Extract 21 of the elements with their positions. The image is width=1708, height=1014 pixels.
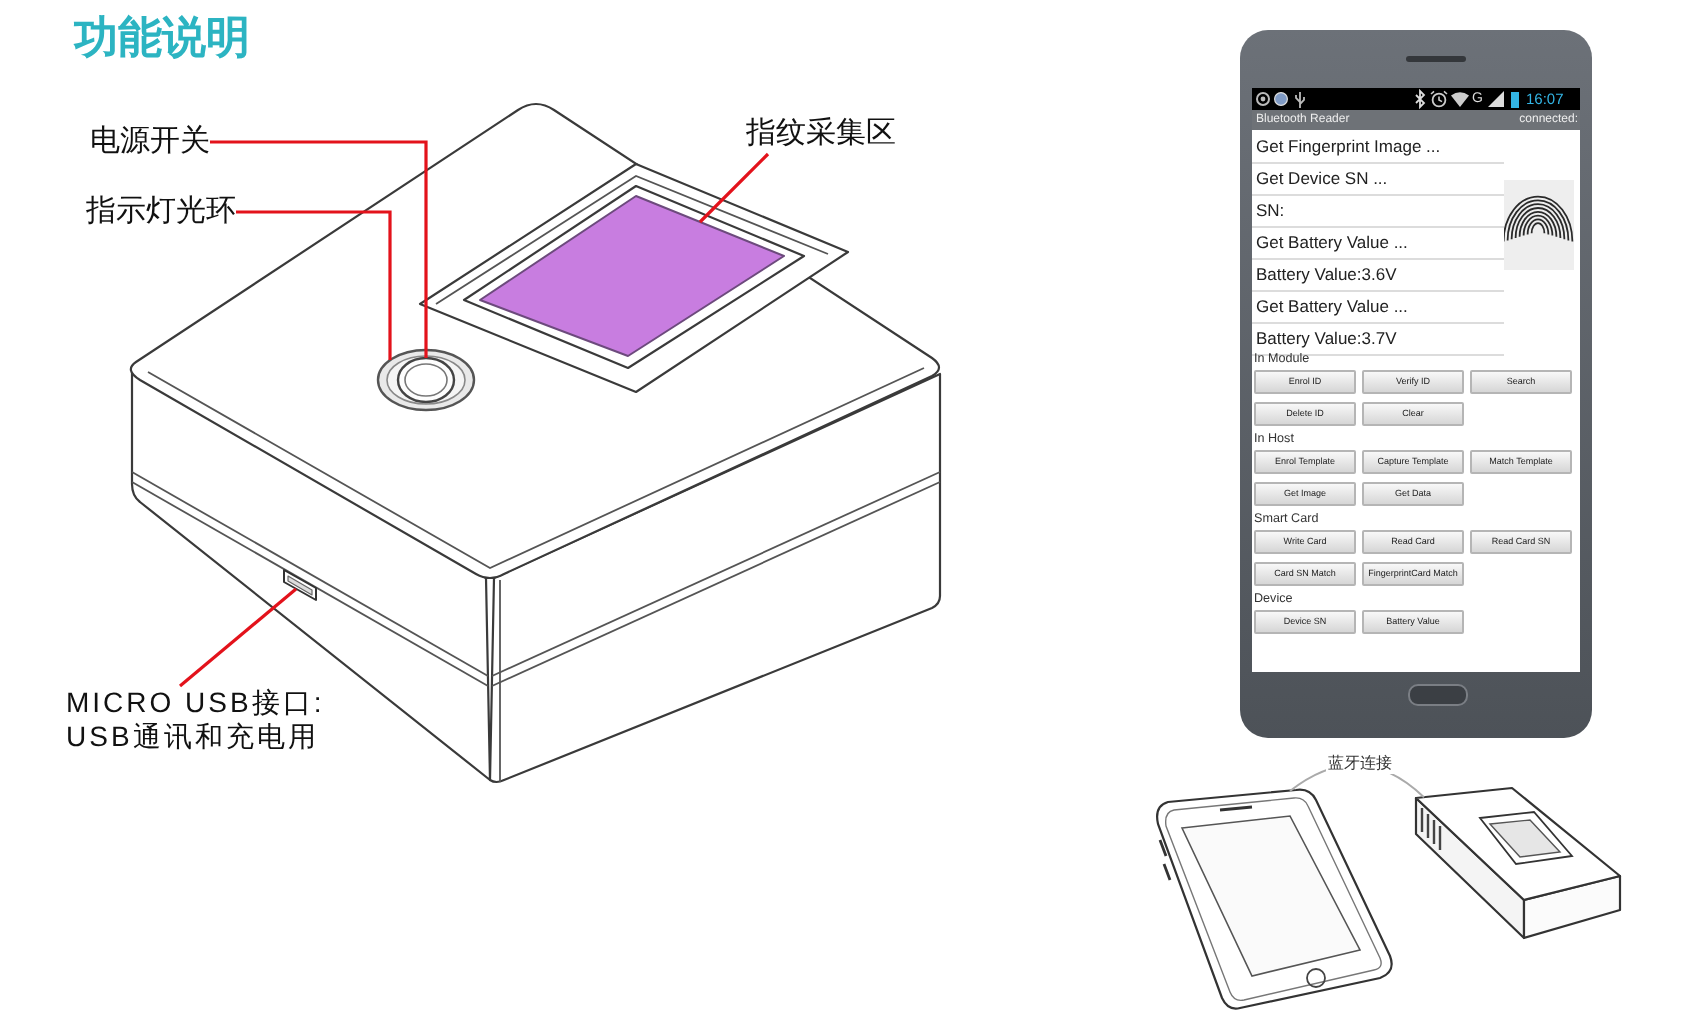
callout-label: 指示灯光环 (86, 194, 236, 230)
list-item: Battery Value:3.6V (1252, 260, 1504, 292)
list-item: Battery Value:3.7V (1252, 324, 1504, 356)
list-item: Get Battery Value ... (1252, 228, 1504, 260)
list-item: Get Battery Value ... (1252, 292, 1504, 324)
callout-label: 指纹采集区 (746, 114, 896, 154)
page-title: 功能说明 (74, 10, 250, 66)
leader-line (698, 152, 770, 224)
light-ring (374, 348, 478, 412)
list-item: SN: (1252, 196, 1504, 228)
sensor-window (476, 192, 788, 360)
list-item: Get Device SN ... (1252, 164, 1504, 196)
leader-line (210, 140, 428, 358)
edge-label: 蓝牙连接 (1326, 754, 1394, 774)
leader-line (178, 587, 298, 688)
leader-line (236, 210, 392, 360)
callout-label: 电源开关 (90, 124, 210, 160)
list-item: Get Fingerprint Image ... (1252, 132, 1504, 164)
power-button (398, 358, 454, 402)
usb-port (280, 566, 322, 606)
callout-label: MICRO USB接口: USB通讯和充电用 (66, 686, 350, 754)
